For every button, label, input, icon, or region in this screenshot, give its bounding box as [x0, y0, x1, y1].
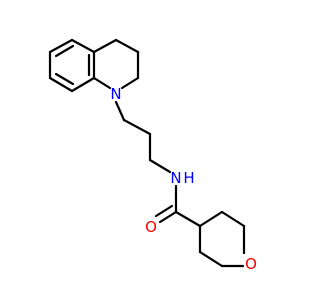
bond — [70, 38, 96, 54]
bond — [198, 210, 224, 228]
molecule-structure: N N H O O — [48, 38, 257, 273]
bond — [48, 38, 74, 54]
double-bond-inner — [54, 72, 75, 86]
amide-nitrogen-label: N — [170, 169, 181, 187]
bond — [114, 100, 126, 122]
tetrahydro-ring — [92, 38, 140, 90]
bond — [174, 210, 202, 228]
bond — [114, 38, 140, 54]
bond — [120, 76, 140, 90]
amide-hydrogen-label: H — [183, 169, 194, 187]
bond — [198, 250, 224, 268]
carbonyl-oxygen-label: O — [145, 218, 157, 236]
bond — [220, 210, 246, 228]
oxane-ring — [198, 210, 246, 268]
bond — [92, 76, 112, 90]
bond — [122, 118, 152, 136]
bond — [148, 158, 172, 174]
propyl-chain — [114, 100, 172, 174]
benzene-ring — [48, 38, 96, 93]
ring-oxygen-label: O — [245, 255, 257, 273]
carbonyl-double-bond — [158, 210, 178, 224]
double-bond-inner — [54, 44, 75, 58]
bond — [70, 76, 96, 93]
bond — [48, 76, 74, 93]
amide-group — [154, 184, 202, 228]
bond — [92, 38, 118, 54]
carbonyl-double-bond — [154, 204, 174, 218]
nitrogen-ring-label: N — [110, 85, 121, 103]
